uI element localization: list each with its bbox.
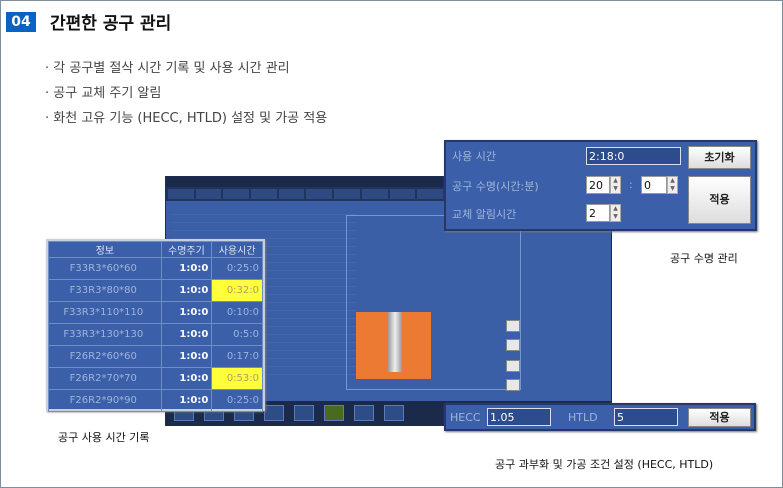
cell-info: F33R3*130*130 <box>48 323 162 346</box>
cell-cycle: 1:0:0 <box>160 389 213 412</box>
tool-holder-image <box>388 312 402 372</box>
refresh-button[interactable] <box>506 320 520 332</box>
column-header: 수명주기 <box>160 241 213 258</box>
cell-info: F26R2*60*60 <box>48 345 162 368</box>
cell-used: 0:10:0 <box>211 301 263 324</box>
cell-info: F26R2*90*90 <box>48 389 162 412</box>
cell-info: F26R2*70*70 <box>48 367 162 390</box>
reset-button[interactable]: 초기화 <box>688 146 751 169</box>
usage-time-field: 2:18:0 <box>586 147 681 165</box>
tool-detail-panel <box>346 215 521 390</box>
side-button[interactable] <box>506 379 520 391</box>
hecc-label: HECC <box>450 411 481 424</box>
side-button[interactable] <box>506 360 520 372</box>
overload-caption: 공구 과부화 및 가공 조건 설정 (HECC, HTLD) <box>495 458 714 471</box>
life-minutes-input[interactable]: 0 <box>641 176 667 194</box>
alert-time-stepper[interactable]: ▲▼ <box>610 204 621 222</box>
cell-info: F33R3*110*110 <box>48 301 162 324</box>
usage-caption: 공구 사용 시간 기록 <box>58 431 150 444</box>
hecc-input[interactable]: 1.05 <box>487 408 551 426</box>
feature-item: 공구 교체 주기 알림 <box>45 81 327 106</box>
cell-used: 0:17:0 <box>211 345 263 368</box>
apply-overload-button[interactable]: 적용 <box>688 408 751 427</box>
life-hours-input[interactable]: 20 <box>586 176 610 194</box>
cell-cycle: 1:0:0 <box>160 367 213 390</box>
htld-input[interactable]: 5 <box>614 408 678 426</box>
cell-cycle: 1:0:0 <box>160 279 213 302</box>
tool-life-label: 공구 수명(시간:분) <box>452 180 539 193</box>
cell-cycle: 1:0:0 <box>160 257 213 280</box>
column-header: 정보 <box>48 241 162 258</box>
cell-info: F33R3*80*80 <box>48 279 162 302</box>
feature-item: 각 공구별 절삭 시간 기록 및 사용 시간 관리 <box>45 56 327 81</box>
section-number-badge: 04 <box>6 12 36 32</box>
cell-used: 0:25:0 <box>211 257 263 280</box>
app-titlebar <box>166 177 611 187</box>
life-hours-stepper[interactable]: ▲▼ <box>610 176 621 194</box>
life-caption: 공구 수명 관리 <box>670 252 738 265</box>
cell-info: F33R3*60*60 <box>48 257 162 280</box>
cell-cycle: 1:0:0 <box>160 345 213 368</box>
cell-used: 0:5:0 <box>211 323 263 346</box>
page-title: 간편한 공구 관리 <box>50 14 172 34</box>
cell-used: 0:53:0 <box>211 367 263 390</box>
usage-time-label: 사용 시간 <box>452 150 496 163</box>
cell-used: 0:32:0 <box>211 279 263 302</box>
cell-cycle: 1:0:0 <box>160 323 213 346</box>
feature-item: 화천 고유 기능 (HECC, HTLD) 설정 및 가공 적용 <box>45 106 327 131</box>
apply-life-button[interactable]: 적용 <box>688 176 751 224</box>
alert-time-input[interactable]: 2 <box>586 204 610 222</box>
life-minutes-stepper[interactable]: ▲▼ <box>667 176 678 194</box>
alert-time-label: 교체 알림시간 <box>452 208 517 221</box>
side-button[interactable] <box>506 339 520 351</box>
time-separator: : <box>629 178 633 191</box>
cell-used: 0:25:0 <box>211 389 263 412</box>
htld-label: HTLD <box>568 411 598 424</box>
cell-cycle: 1:0:0 <box>160 301 213 324</box>
column-header: 사용시간 <box>211 241 263 258</box>
feature-list: 각 공구별 절삭 시간 기록 및 사용 시간 관리 공구 교체 주기 알림 화천… <box>45 56 327 131</box>
overload-panel: HECC 1.05 HTLD 5 적용 <box>444 403 756 431</box>
tool-life-panel: 사용 시간 2:18:0 공구 수명(시간:분) 20 ▲▼ : 0 ▲▼ 교체… <box>444 140 757 231</box>
